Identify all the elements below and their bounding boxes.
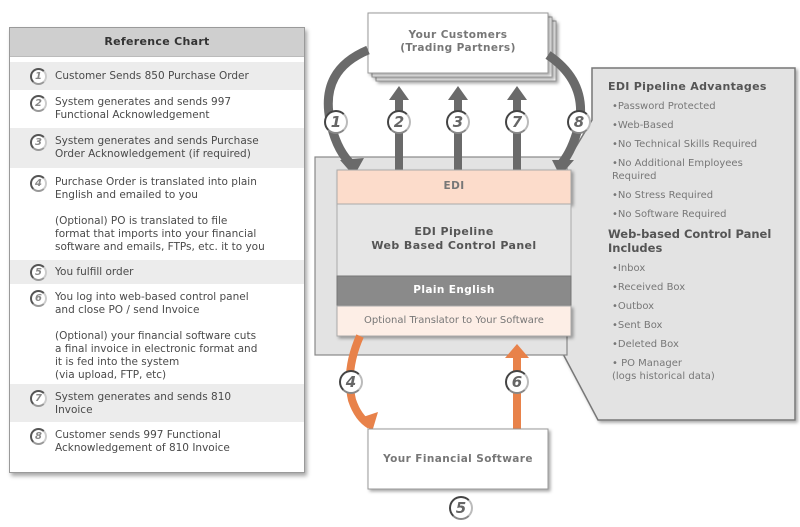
- reference-chart-title: Reference Chart: [10, 28, 304, 57]
- step-text: You fulfill order: [55, 266, 134, 278]
- reference-step-4: 4 Purchase Order is translated into plai…: [10, 168, 304, 260]
- advantage-item: •No Software Required: [612, 209, 727, 220]
- reference-step-3: 3 System generates and sends Purchase Or…: [10, 128, 304, 168]
- arrow-1: [323, 45, 370, 169]
- control-panel-includes-title: Web-based Control Panel Includes: [608, 227, 772, 255]
- step-number-icon: 8: [30, 428, 47, 445]
- reference-chart: Reference Chart 1 Customer Sends 850 Pur…: [9, 27, 305, 473]
- step-text: You log into web-based control panel and…: [55, 291, 258, 381]
- advantages-title: EDI Pipeline Advantages: [608, 80, 767, 93]
- control-panel-label: EDI Pipeline Web Based Control Panel: [371, 225, 537, 252]
- step-number-icon: 2: [30, 95, 47, 112]
- step-text: Customer sends 997 Functional Acknowledg…: [55, 429, 230, 454]
- financial-label: Your Financial Software: [383, 453, 533, 465]
- reference-step-2: 2 System generates and sends 997 Functio…: [10, 90, 304, 128]
- reference-step-8: 8 Customer sends 997 Functional Acknowle…: [10, 422, 304, 462]
- reference-step-1: 1 Customer Sends 850 Purchase Order: [10, 62, 304, 90]
- step-circle-5: 5: [449, 496, 473, 520]
- step-text: Purchase Order is translated into plain …: [55, 176, 265, 253]
- step-number-icon: 7: [30, 390, 47, 407]
- step-circle-7: 7: [505, 110, 529, 134]
- step-number-icon: 3: [30, 134, 47, 151]
- step-number-icon: 6: [30, 290, 47, 307]
- plain-english-label: Plain English: [413, 284, 495, 296]
- step-circle-8: 8: [567, 110, 591, 134]
- edi-label: EDI: [443, 180, 465, 192]
- step-circle-1: 1: [324, 110, 348, 134]
- customers-label: Your Customers (Trading Partners): [400, 29, 516, 54]
- step-circle-3: 3: [446, 110, 470, 134]
- reference-step-5: 5 You fulfill order: [10, 260, 304, 284]
- control-panel-item: • PO Manager (logs historical data): [612, 358, 715, 382]
- control-panel-item: •Received Box: [612, 282, 686, 293]
- step-circle-4: 4: [339, 370, 363, 394]
- step-text: System generates and sends Purchase Orde…: [55, 135, 259, 160]
- step-text: System generates and sends 997 Functiona…: [55, 96, 232, 121]
- advantage-item: •No Stress Required: [612, 190, 714, 201]
- translator-label: Optional Translator to Your Software: [364, 315, 544, 326]
- step-circle-2: 2: [387, 110, 411, 134]
- control-panel-item: •Inbox: [612, 263, 646, 274]
- advantage-item: •No Additional Employees Required: [612, 158, 743, 182]
- edi-layer: [336, 169, 572, 205]
- step-text: Customer Sends 850 Purchase Order: [55, 70, 249, 82]
- step-text: System generates and sends 810 Invoice: [55, 391, 232, 416]
- step-number-icon: 5: [30, 264, 47, 281]
- step-number-icon: 4: [30, 175, 47, 192]
- advantage-item: •Password Protected: [612, 101, 716, 112]
- advantage-item: •Web-Based: [612, 120, 674, 131]
- financial-box: [367, 428, 549, 490]
- step-number-icon: 1: [30, 68, 47, 85]
- control-panel-item: •Outbox: [612, 301, 655, 312]
- advantages-content: EDI Pipeline Advantages •Password Protec…: [608, 80, 788, 389]
- customers-box: [367, 12, 549, 74]
- control-panel-item: •Deleted Box: [612, 339, 679, 350]
- translator-layer: [336, 305, 572, 337]
- step-circle-6: 6: [505, 370, 529, 394]
- reference-step-6: 6 You log into web-based control panel a…: [10, 284, 304, 384]
- control-panel-item: •Sent Box: [612, 320, 663, 331]
- reference-step-7: 7 System generates and sends 810 Invoice: [10, 384, 304, 422]
- advantage-item: •No Technical Skills Required: [612, 139, 758, 150]
